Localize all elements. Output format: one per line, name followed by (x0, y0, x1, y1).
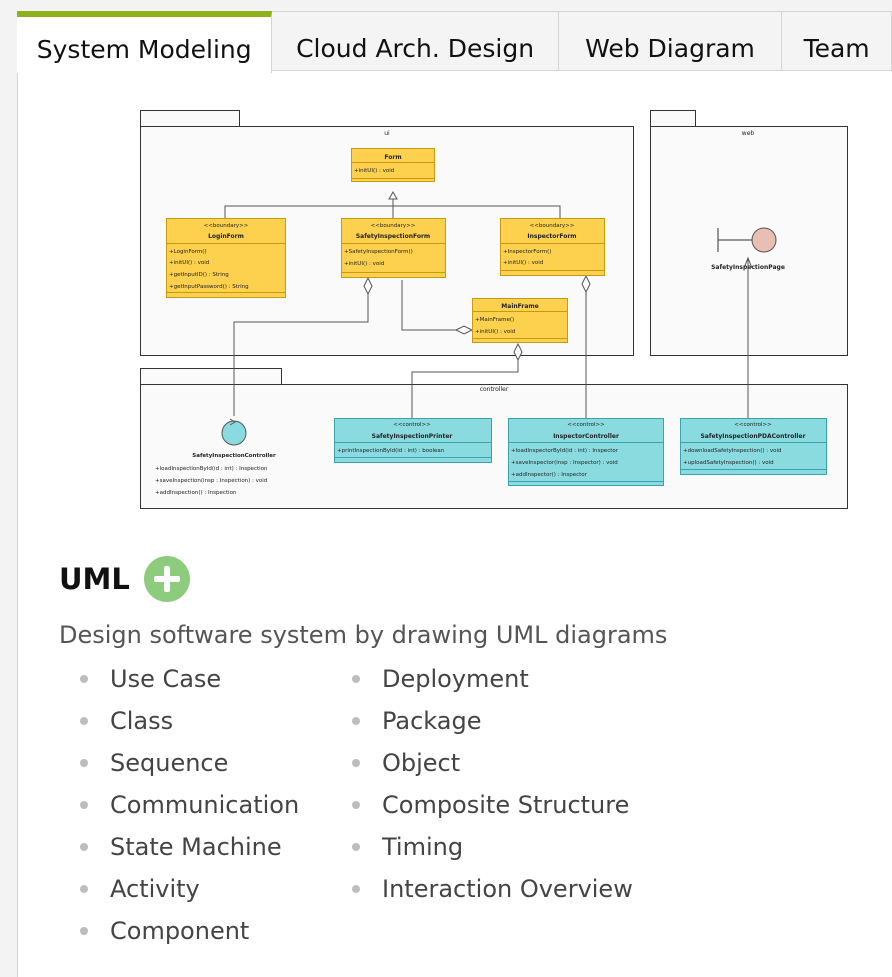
list-item: Class (78, 704, 299, 746)
list-item: Sequence (78, 746, 299, 788)
list-item: Activity (78, 872, 299, 914)
safety-inspection-controller: SafetyInspectionController +loadInspecti… (155, 418, 276, 496)
list-item: Object (350, 746, 633, 788)
form-class: Form +initUI() : void (351, 148, 435, 182)
login-form-method: +LoginForm() (169, 249, 207, 255)
login-form-method: +getInputPassword() : String (169, 284, 249, 290)
inspector-controller-class: <<control>> InspectorController +loadIns… (508, 418, 664, 486)
list-item: Timing (350, 830, 633, 872)
tab-web-diagram[interactable]: Web Diagram (558, 11, 783, 71)
safety-controller-method: +addInspection() : Inspection (155, 490, 237, 496)
diagram-type-list-left: Use Case Class Sequence Communication St… (78, 662, 299, 956)
tab-bar: System Modeling Cloud Arch. Design Web D… (17, 11, 892, 73)
inspector-form-method: +InspectorForm() (503, 249, 551, 255)
login-form-class: <<boundary>> LoginForm +LoginForm() +ini… (166, 218, 286, 298)
web-package (650, 126, 848, 356)
safety-form-stereotype: <<boundary>> (371, 223, 416, 229)
login-form-stereotype: <<boundary>> (204, 223, 249, 229)
inspector-controller-name: InspectorController (553, 433, 619, 440)
section-heading: UML (59, 556, 190, 602)
safety-page-name: SafetyInspectionPage (711, 264, 785, 271)
list-item: Interaction Overview (350, 872, 633, 914)
inspector-controller-method: +addInspector() : Inspector (511, 472, 588, 478)
form-class-method: +initUI() : void (354, 168, 394, 174)
pda-controller-method: +downloadSafetyInspection() : void (683, 448, 781, 454)
list-item: Deployment (350, 662, 633, 704)
list-item: Use Case (78, 662, 299, 704)
main-frame-method: +initUI() : void (475, 329, 515, 335)
controller-package-tab (140, 368, 282, 385)
inspector-form-class: <<boundary>> InspectorForm +InspectorFor… (500, 218, 605, 276)
printer-stereotype: <<control>> (393, 422, 431, 428)
web-package-label: web (742, 130, 755, 137)
safety-form-method: +initUI() : void (344, 261, 384, 267)
login-form-method: +getInputID() : String (169, 272, 229, 278)
pda-controller-method: +uploadSafetyInspection() : void (683, 460, 774, 466)
inspector-form-method: +initUI() : void (503, 260, 543, 266)
safety-controller-name: SafetyInspectionController (192, 453, 276, 459)
tab-team[interactable]: Team (782, 11, 892, 71)
inspector-controller-stereotype: <<control>> (567, 422, 605, 428)
list-item: State Machine (78, 830, 299, 872)
inspector-form-stereotype: <<boundary>> (530, 223, 575, 229)
main-frame-class: MainFrame +MainFrame() +initUI() : void (472, 298, 568, 343)
list-item: Communication (78, 788, 299, 830)
login-form-name: LoginForm (208, 233, 244, 240)
form-class-name: Form (384, 154, 401, 161)
safety-controller-method: +saveInspection(insp : Inspection) : voi… (155, 478, 267, 484)
controller-package-label: controller (480, 386, 509, 393)
ui-package-tab (140, 110, 240, 127)
safety-form-name: SafetyInspectionForm (356, 233, 430, 240)
safety-inspection-pda-controller-class: <<control>> SafetyInspectionPDAControlle… (680, 418, 827, 475)
pda-controller-name: SafetyInspectionPDAController (700, 433, 805, 440)
tab-cloud-arch-design[interactable]: Cloud Arch. Design (272, 11, 559, 71)
web-package-tab (650, 110, 696, 127)
section-description: Design software system by drawing UML di… (59, 621, 668, 649)
list-item: Package (350, 704, 633, 746)
list-item: Composite Structure (350, 788, 633, 830)
safety-form-method: +SafetyInspectionForm() (344, 249, 413, 255)
safety-inspection-page-boundary: SafetyInspectionPage (711, 227, 785, 271)
printer-method: +printInspectionById(id : int) : boolean (337, 448, 445, 454)
main-frame-name: MainFrame (501, 303, 538, 310)
safety-inspection-form-class: <<boundary>> SafetyInspectionForm +Safet… (341, 218, 446, 278)
pda-controller-stereotype: <<control>> (734, 422, 772, 428)
login-form-method: +initUI() : void (169, 260, 209, 266)
inspector-controller-method: +loadInspectorById(id : int) : Inspector (511, 448, 619, 454)
inspector-form-name: InspectorForm (527, 233, 576, 240)
safety-inspection-printer-class: <<control>> SafetyInspectionPrinter +pri… (334, 418, 492, 463)
section-title: UML (59, 562, 130, 596)
printer-name: SafetyInspectionPrinter (372, 433, 453, 440)
safety-controller-method: +loadInspectionById(id : int) : Inspecti… (155, 466, 268, 472)
plus-circle-icon[interactable] (143, 556, 190, 602)
inspector-controller-method: +saveInspector(insp : Inspector) : void (511, 460, 618, 466)
main-frame-method: +MainFrame() (475, 317, 514, 323)
list-item: Component (78, 914, 299, 956)
diagram-type-list-right: Deployment Package Object Composite Stru… (350, 662, 633, 914)
ui-package-label: ui (384, 130, 390, 137)
uml-class-diagram: ui web controller Form +initUI() : void … (140, 110, 848, 509)
tab-system-modeling[interactable]: System Modeling (17, 11, 273, 73)
